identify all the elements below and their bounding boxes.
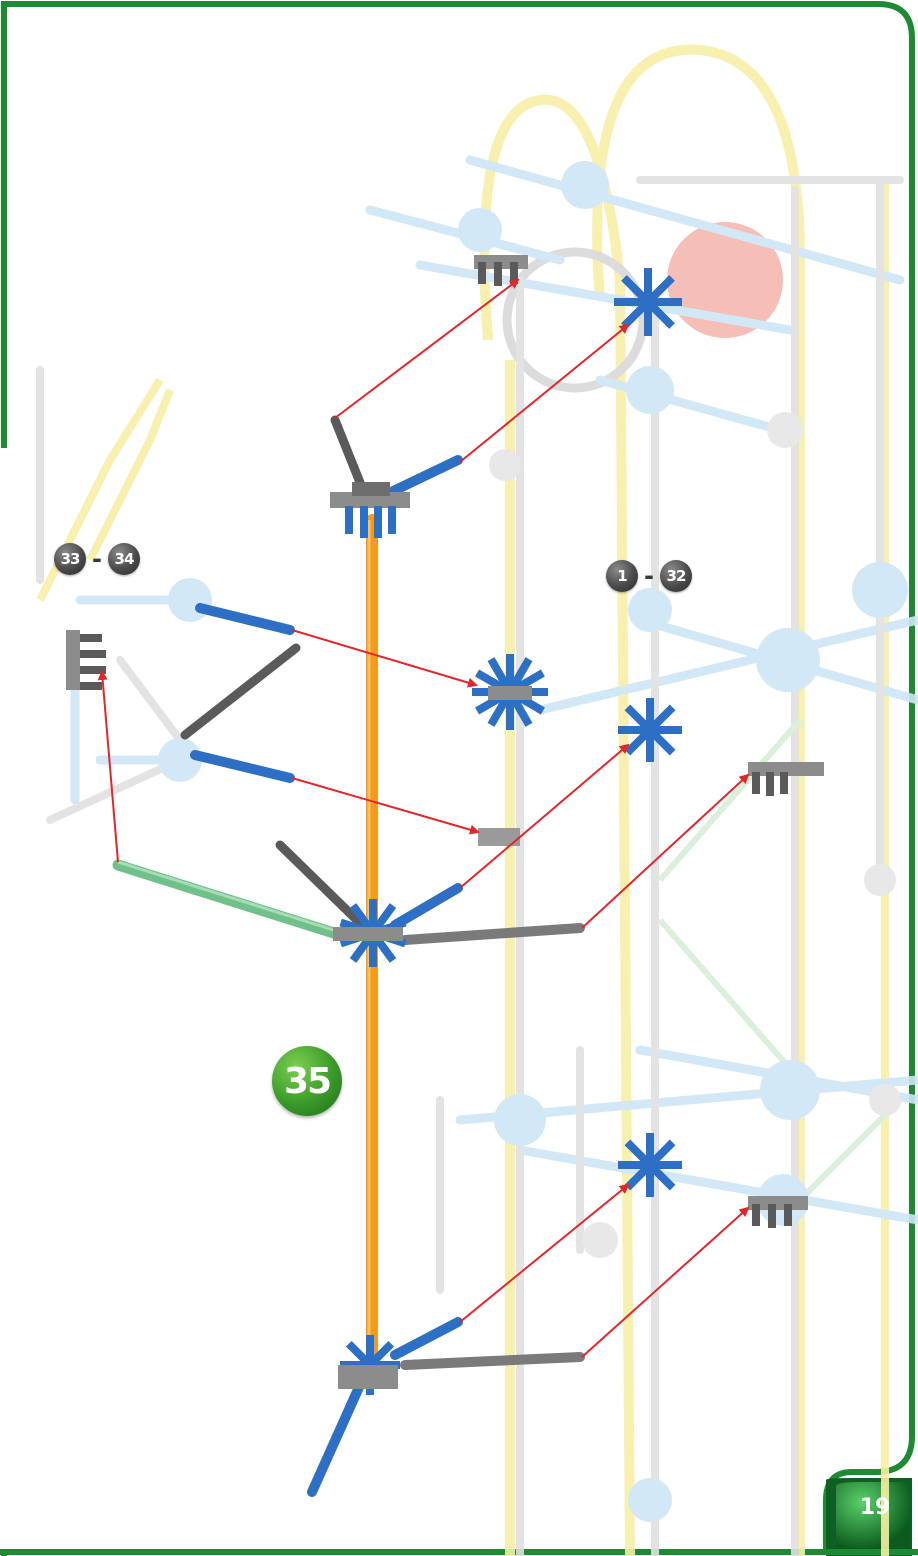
arrow-4 bbox=[292, 778, 478, 832]
page-number: 19 bbox=[840, 1495, 910, 1520]
target-connector-4 bbox=[748, 762, 824, 796]
step-range-separator: - bbox=[644, 564, 654, 588]
target-connector-2 bbox=[614, 268, 682, 336]
step-range-right: 1 - 32 bbox=[606, 560, 692, 592]
target-connector-5 bbox=[618, 1133, 682, 1197]
arrow-7 bbox=[582, 775, 748, 928]
step-number-from: 33 bbox=[54, 543, 86, 575]
arrow-2 bbox=[460, 325, 628, 462]
target-connector-3 bbox=[618, 698, 682, 762]
step-range-left: 33 - 34 bbox=[54, 543, 140, 575]
middle-blue-connector bbox=[472, 654, 548, 730]
step-range-separator: - bbox=[92, 547, 102, 571]
current-step-number: 35 bbox=[272, 1046, 342, 1116]
arrow-6 bbox=[460, 745, 628, 888]
step-number-to: 34 bbox=[108, 543, 140, 575]
step-parts bbox=[66, 255, 824, 1492]
arrow-5 bbox=[102, 672, 118, 862]
step-number-to: 32 bbox=[660, 560, 692, 592]
left-connector bbox=[66, 630, 106, 690]
step-number-from: 1 bbox=[606, 560, 638, 592]
arrow-1 bbox=[335, 280, 518, 418]
bottom-hub-connector bbox=[338, 1335, 400, 1395]
arrow-3 bbox=[292, 630, 476, 685]
